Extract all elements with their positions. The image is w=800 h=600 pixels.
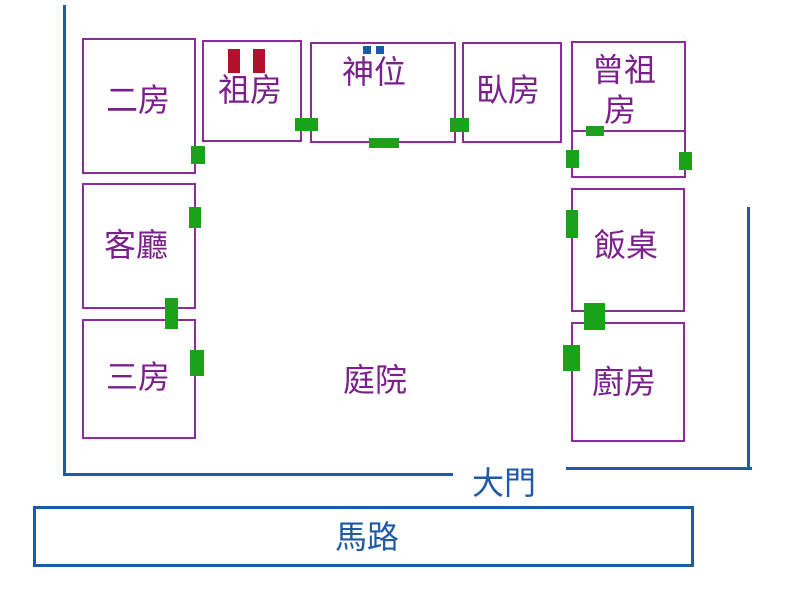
outer-wall-left — [63, 5, 66, 476]
outer-wall-right — [747, 207, 750, 470]
room-ke-ting — [82, 183, 196, 309]
room-zu-fang — [202, 40, 302, 142]
altar-mark-2 — [376, 46, 384, 54]
room-zeng-zu-fang-divider — [573, 130, 684, 132]
door-zeng-zu-left — [566, 150, 579, 168]
door-zeng-zu-inner — [586, 126, 604, 136]
room-zeng-zu-fang-label-line2: 房 — [604, 91, 637, 129]
door-er-fang — [191, 146, 205, 164]
room-chu-fang — [571, 322, 685, 442]
door-chu-fang — [563, 345, 580, 371]
room-san-fang-label: 三房 — [106, 358, 171, 396]
road-label: 馬路 — [335, 518, 400, 556]
road: 馬路 — [33, 506, 694, 567]
door-zu-fang-shen-wei — [295, 118, 318, 131]
room-wo-fang — [462, 42, 562, 143]
room-shen-wei-label: 神位 — [342, 53, 407, 91]
door-shen-wei-wo-fang — [450, 118, 469, 132]
room-wo-fang-label: 臥房 — [476, 71, 541, 109]
courtyard-label: 庭院 — [343, 361, 408, 399]
room-fan-zhuo — [571, 188, 685, 312]
room-ke-ting-label: 客廳 — [104, 226, 169, 264]
door-fan-zhuo — [566, 210, 578, 238]
door-ke-ting-san-fang — [165, 298, 178, 329]
door-zeng-zu-right — [679, 152, 692, 170]
room-zu-fang-label: 祖房 — [218, 71, 283, 109]
door-san-fang — [190, 350, 204, 376]
outer-wall-bottom-left — [63, 473, 453, 476]
outer-wall-bottom-right — [566, 467, 752, 470]
room-zeng-zu-fang — [571, 41, 686, 178]
ancestor-tablet-mark-2 — [253, 49, 265, 73]
ancestor-tablet-mark-1 — [228, 49, 240, 73]
room-er-fang — [82, 38, 196, 174]
door-ke-ting — [189, 207, 201, 228]
door-shen-wei-front — [369, 138, 399, 148]
room-zeng-zu-fang-label-line1: 曾祖 — [592, 51, 657, 89]
room-fan-zhuo-label: 飯桌 — [594, 226, 659, 264]
room-san-fang — [82, 319, 196, 439]
gate-label: 大門 — [472, 464, 537, 502]
door-fan-zhuo-chu-fang — [584, 303, 605, 330]
altar-mark-1 — [363, 46, 371, 54]
room-chu-fang-label: 廚房 — [592, 363, 657, 401]
room-er-fang-label: 二房 — [106, 81, 171, 119]
